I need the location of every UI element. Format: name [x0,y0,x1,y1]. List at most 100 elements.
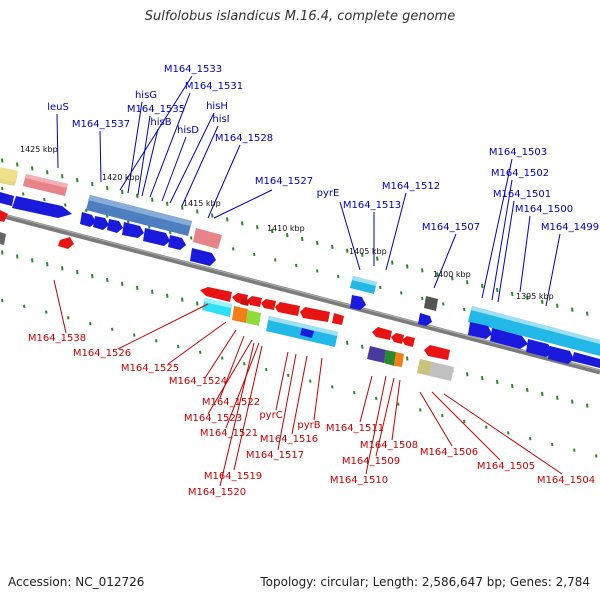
leader-line-forward [161,136,187,202]
leader-line-forward [213,189,273,219]
gene-label-forward: M164_1535 [127,104,185,115]
leader-line-reverse [375,377,395,457]
leader-line-reverse [431,391,501,461]
gene-label-forward: M164_1507 [422,222,480,233]
leader-line-forward [481,158,513,299]
gene-label-reverse: M164_1517 [246,450,304,461]
gene-label-reverse: M164_1511 [326,423,384,434]
leader-line-reverse [219,342,255,487]
feature-box-M164_1503-1499 [468,306,600,356]
gene-label-reverse: M164_1508 [360,440,418,451]
gene-label-reverse: M164_1538 [28,333,86,344]
gene-label-reverse: M164_1521 [200,428,258,439]
scale-label: 1395 kbp [516,292,554,301]
leader-line-forward [99,130,102,183]
leader-line-reverse [277,353,297,451]
leader-line-forward [181,125,219,207]
feature-box-M164_1508 [384,350,396,366]
gene-label-reverse: pyrC [259,410,282,421]
leader-line-reverse [359,375,373,423]
scale-label: 1415 kbp [183,199,221,208]
leader-line-reverse [207,339,253,415]
leader-line-reverse [117,303,209,350]
gene-label-reverse: M164_1526 [73,348,131,359]
gene-label-forward: M164_1513 [343,200,401,211]
feature-box-M164_1522 [246,310,261,326]
gene-label-forward: M164_1500 [515,204,573,215]
leader-line-reverse [443,393,563,475]
gene-label-forward: hisD [177,125,199,136]
leader-line-reverse [313,357,323,421]
accession-text: Accession: NC_012726 [8,575,145,589]
features-inner-forward [0,192,600,368]
gene-label-reverse: M164_1504 [537,475,595,486]
gene-label-forward: M164_1537 [72,119,130,130]
leader-line-forward [149,92,191,198]
leader-line-reverse [53,279,67,334]
gene-label-reverse: M164_1516 [260,434,318,445]
leader-line-reverse [291,355,308,435]
leader-line-forward [119,75,193,191]
feature-box-M164_1511 [367,346,386,363]
leader-line-forward [385,192,407,271]
leader-line-reverse [167,321,227,365]
gene-label-reverse: M164_1524 [169,376,227,387]
leader-line-reverse [365,375,387,475]
gene-label-forward: M164_1533 [164,64,222,75]
gene-label-forward: M164_1502 [491,168,549,179]
scale-label: 1420 kbp [102,173,140,182]
gene-label-reverse: pyrB [297,420,320,431]
map-title: Sulfolobus islandicus M.16.4, complete g… [144,9,456,24]
leader-line-forward [137,115,151,196]
gene-label-reverse: M164_1525 [121,363,179,374]
gene-label-forward: M164_1503 [489,147,547,158]
gene-label-forward: hisG [135,90,157,101]
leader-line-reverse [391,379,401,441]
leader-line-forward [545,233,561,307]
leader-line-forward [56,113,59,169]
gene-label-reverse: M164_1510 [330,475,388,486]
leader-line-forward [339,201,361,271]
gene-label-forward: hisH [206,101,228,112]
gene-label-reverse: M164_1522 [202,397,260,408]
feature-box-M164_1524 [232,306,248,323]
leader-line-forward [141,128,159,197]
features-outer-reverse [202,296,454,381]
gene-label-forward: M164_1528 [215,133,273,144]
gene-label-forward: leuS [47,102,69,113]
gene-label-reverse: M164_1520 [188,487,246,498]
scale-label: 1410 kbp [267,224,305,233]
features-inner-reverse [0,210,450,360]
scale-label: 1400 kbp [433,270,471,279]
gene-label-forward: hisI [212,114,229,125]
gene-label-forward: M164_1531 [185,81,243,92]
leader-line-forward [519,215,531,293]
reverse-gene-labels: M164_1538M164_1526M164_1525M164_1524M164… [28,333,595,498]
gene-label-forward: hisB [150,117,171,128]
leader-line-reverse [225,342,260,429]
leader-line-reverse [419,391,453,447]
leader-line-forward [127,101,143,194]
gene-label-reverse: M164_1519 [204,471,262,482]
genome-backbone [0,212,600,375]
leader-line-forward [497,200,515,303]
gene-label-forward: M164_1501 [493,189,551,200]
leader-line-forward [433,233,457,289]
gene-label-forward: M164_1512 [382,181,440,192]
leader-line-reverse [275,351,289,411]
scale-label: 1425 kbp [20,145,58,154]
gene-label-reverse: M164_1523 [184,413,242,424]
feature-box-M164_1507 [424,296,438,311]
gene-label-reverse: M164_1506 [420,447,478,458]
features-outer-forward [0,167,600,356]
topology-summary: Topology: circular; Length: 2,586,647 bp… [260,575,590,589]
leader-line-forward [491,179,513,301]
leader-line-forward [207,144,241,219]
gene-label-reverse: M164_1505 [477,461,535,472]
gene-label-forward: M164_1527 [255,176,313,187]
label-leader-lines [53,75,563,487]
leader-line-forward [169,112,215,204]
